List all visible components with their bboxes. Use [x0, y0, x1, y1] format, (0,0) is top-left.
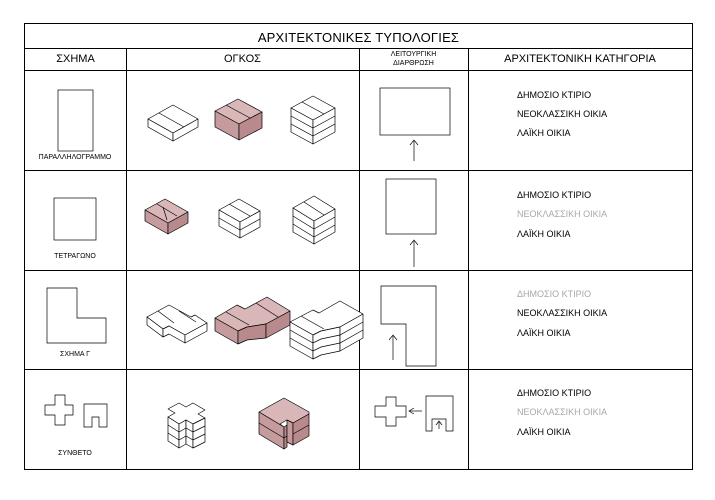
shape-label-composite: ΣΥΝΘΕΤΟ: [58, 450, 92, 457]
category-neoclassical-house: ΝΕΟΚΛΑΣΣΙΚΗ ΟΙΚΙΑ: [517, 209, 608, 219]
cross-plan-icon: [44, 394, 74, 426]
header-functional: ΛΕΙΤΟΥΡΓΙΚΗ ΔΙΑΡΘΡΩΣΗ: [359, 50, 468, 68]
header-functional-line1: ΛΕΙΤΟΥΡΓΙΚΗ: [390, 51, 437, 58]
u-plan-diagram-icon: [425, 395, 454, 432]
multi-storey-l-shape-volume-icon: [289, 300, 364, 360]
entrance-arrow-left-icon: [408, 407, 422, 415]
square-plan-icon: [53, 197, 97, 241]
u-volume-highlighted-icon: [258, 397, 310, 450]
entrance-arrow-icon: [409, 139, 419, 161]
l-shape-volume-highlighted-icon: [214, 296, 291, 345]
cross-volume-icon: [167, 402, 206, 449]
multi-storey-hip-volume-icon: [292, 195, 336, 245]
category-folk-house: ΛΑΪΚΗ ΟΙΚΙΑ: [517, 427, 571, 437]
hip-volume-icon: [218, 198, 261, 239]
cross-plan-diagram-icon: [374, 396, 407, 427]
divider: [359, 48, 360, 469]
header-shape: ΣΧΗΜΑ: [56, 53, 95, 65]
plan-diagram-icon: [379, 87, 451, 136]
header-volume: ΟΓΚΟΣ: [224, 53, 261, 65]
divider: [25, 48, 692, 49]
shape-label-square: ΤΕΤΡΑΓΩΝΟ: [54, 253, 96, 260]
u-plan-icon: [83, 403, 108, 428]
entrance-arrow-icon: [409, 239, 419, 267]
drawings: [44, 87, 454, 450]
category-public-building: ΔΗΜΟΣΙΟ ΚΤΙΡΙΟ: [517, 190, 592, 200]
category-public-building: ΔΗΜΟΣΙΟ ΚΤΙΡΙΟ: [517, 289, 592, 299]
hip-volume-highlighted-icon: [144, 198, 189, 235]
divider: [468, 48, 469, 469]
category-folk-house: ΛΑΪΚΗ ΟΙΚΙΑ: [517, 328, 571, 338]
header-category: ΑΡΧΙΤΕΚΤΟΝΙΚΗ ΚΑΤΗΓΟΡΙΑ: [504, 53, 656, 65]
l-shape-volume-icon: [146, 304, 208, 344]
gable-volume-highlighted-icon: [214, 98, 263, 141]
category-neoclassical-house: ΝΕΟΚΛΑΣΣΙΚΗ ΟΙΚΙΑ: [517, 109, 608, 119]
divider: [25, 270, 692, 271]
plan-diagram-icon: [385, 178, 437, 235]
category-public-building: ΔΗΜΟΣΙΟ ΚΤΙΡΙΟ: [517, 90, 592, 100]
table-title: ΑΡΧΙΤΕΚΤΟΝΙΚΕΣ ΤΥΠΟΛΟΓΙΕΣ: [257, 30, 460, 45]
entrance-arrow-icon: [388, 334, 398, 360]
parallelogram-plan-icon: [57, 89, 94, 152]
gable-volume-icon: [147, 104, 199, 142]
divider: [25, 70, 692, 71]
category-folk-house: ΛΑΪΚΗ ΟΙΚΙΑ: [517, 128, 571, 138]
category-folk-house: ΛΑΪΚΗ ΟΙΚΙΑ: [517, 229, 571, 239]
divider: [126, 48, 127, 469]
l-shape-plan-icon: [46, 287, 107, 344]
header-functional-line2: ΔΙΑΡΘΡΩΣΗ: [393, 60, 434, 67]
shape-label-parallelogram: ΠΑΡΑΛΛΗΛΟΓΡΑΜΜΟ: [38, 154, 112, 161]
divider: [25, 369, 692, 370]
multi-storey-gable-volume-icon: [290, 95, 336, 145]
divider: [25, 170, 692, 171]
category-public-building: ΔΗΜΟΣΙΟ ΚΤΙΡΙΟ: [517, 388, 592, 398]
category-neoclassical-house: ΝΕΟΚΛΑΣΣΙΚΗ ΟΙΚΙΑ: [517, 407, 608, 417]
category-neoclassical-house: ΝΕΟΚΛΑΣΣΙΚΗ ΟΙΚΙΑ: [517, 308, 608, 318]
typology-table: ΑΡΧΙΤΕΚΤΟΝΙΚΕΣ ΤΥΠΟΛΟΓΙΕΣ ΣΧΗΜΑ ΟΓΚΟΣ ΛΕ…: [24, 23, 693, 470]
l-plan-diagram-icon: [380, 285, 437, 367]
shape-label-l-shape: ΣΧΗΜΑ Γ: [60, 351, 90, 358]
